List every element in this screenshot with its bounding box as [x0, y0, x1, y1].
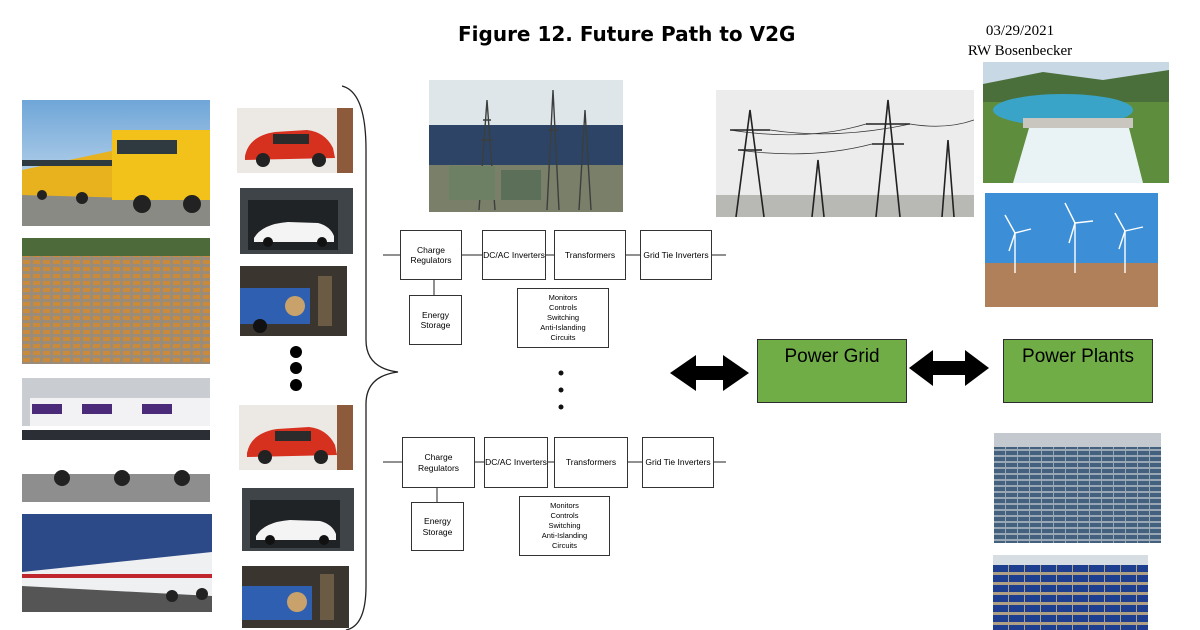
transmission-towers-photo — [716, 90, 974, 217]
wind-turbines-photo — [985, 193, 1158, 307]
substation-photo — [429, 80, 623, 212]
charge-regulators-box-top: Charge Regulators — [400, 230, 462, 280]
fedex-trucks-photo — [22, 378, 210, 502]
charge-regulators-box-bottom: Charge Regulators — [402, 437, 475, 488]
ellipsis-dot — [290, 379, 302, 391]
controls-line: Monitors — [550, 501, 579, 510]
white-ev-garage-photo-2 — [242, 488, 354, 551]
postal-trucks-photo — [22, 514, 212, 612]
school-bus-fleet-photo — [22, 100, 210, 226]
white-ev-garage-photo-1 — [240, 188, 353, 254]
power-plants-box: Power Plants — [1003, 339, 1153, 403]
controls-line: Circuits — [550, 333, 576, 342]
bidirectional-arrow-icon — [670, 355, 749, 391]
solar-farm-photo-2 — [993, 555, 1148, 630]
controls-line: Controls — [550, 511, 579, 520]
controls-line: Monitors — [548, 293, 578, 302]
grid-tie-inverters-box-bottom: Grid Tie Inverters — [642, 437, 714, 488]
vehicle-lot-photo — [22, 238, 210, 364]
pickup-v2g-photo-2 — [242, 566, 349, 628]
ellipsis-dot — [290, 362, 302, 374]
solar-farm-photo-1 — [994, 433, 1161, 543]
controls-line: Anti-Islanding — [540, 323, 586, 332]
figure-date: 03/29/2021 — [985, 23, 1055, 39]
energy-storage-box-bottom: Energy Storage — [411, 502, 464, 551]
controls-line: Switching — [546, 313, 580, 322]
figure-title: Figure 12. Future Path to V2G — [458, 22, 796, 46]
dcac-inverters-box-top: DC/AC Inverters — [482, 230, 546, 280]
bidirectional-arrow-icon — [909, 350, 989, 386]
ellipsis-dot — [290, 346, 302, 358]
ellipsis-dot-small — [558, 370, 564, 376]
controls-line: Controls — [549, 303, 577, 312]
grid-tie-inverters-box-top: Grid Tie Inverters — [640, 230, 712, 280]
red-ev-charging-photo-2 — [239, 405, 353, 470]
ellipsis-dot-small — [558, 404, 564, 410]
dcac-inverters-box-bottom: DC/AC Inverters — [484, 437, 548, 488]
transformers-box-bottom: Transformers — [554, 437, 628, 488]
controls-box-top: Monitors Controls Switching Anti-Islandi… — [517, 288, 609, 348]
controls-line: Switching — [548, 521, 581, 530]
hydro-dam-photo — [983, 62, 1169, 183]
transformers-box-top: Transformers — [554, 230, 626, 280]
curly-brace — [341, 85, 399, 630]
controls-box-bottom: Monitors Controls Switching Anti-Islandi… — [519, 496, 610, 556]
controls-line: Anti-Islanding — [541, 531, 588, 540]
red-ev-charging-photo-1 — [237, 108, 353, 173]
controls-line: Circuits — [551, 541, 577, 550]
energy-storage-box-top: Energy Storage — [409, 295, 462, 345]
power-grid-box: Power Grid — [757, 339, 907, 403]
figure-author: RW Bosenbecker — [967, 43, 1073, 59]
ellipsis-dot-small — [558, 387, 564, 393]
pickup-v2g-photo-1 — [240, 266, 347, 336]
